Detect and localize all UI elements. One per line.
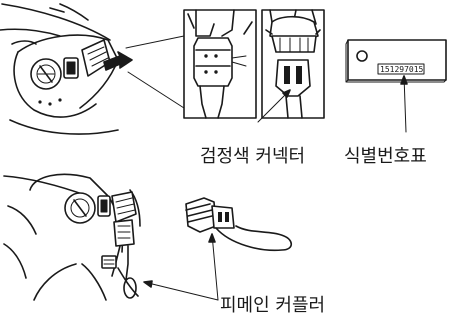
- connector-detail-box-2: [261, 9, 325, 119]
- id-tag-number: 151297015: [380, 65, 424, 74]
- insert-arrow: [103, 51, 133, 71]
- id-tag-arrowhead: [400, 75, 408, 85]
- detail-leader-line: [127, 71, 185, 109]
- id-tag: 151297015: [345, 39, 447, 83]
- dummy-coupler-leader: [143, 281, 219, 301]
- detail-leader-line: [125, 35, 185, 49]
- scooter-panel-top: [0, 3, 119, 135]
- connector-detail-box-1: [183, 9, 257, 119]
- dummy-coupler-arrowhead-left: [143, 280, 153, 288]
- black-connector-arrowhead: [282, 89, 291, 98]
- id-tag-label: 식별번호표: [344, 146, 427, 167]
- dummy-coupler-leader-2: [211, 233, 219, 301]
- dummy-coupler-label: 피메인 커플러: [220, 295, 326, 316]
- dummy-coupler: [185, 197, 293, 252]
- scooter-panel-bottom: [3, 173, 141, 301]
- black-connector-label: 검정색 커넥터: [200, 146, 306, 167]
- id-tag-leader: [403, 75, 407, 133]
- dummy-coupler-arrowhead-up: [208, 233, 216, 243]
